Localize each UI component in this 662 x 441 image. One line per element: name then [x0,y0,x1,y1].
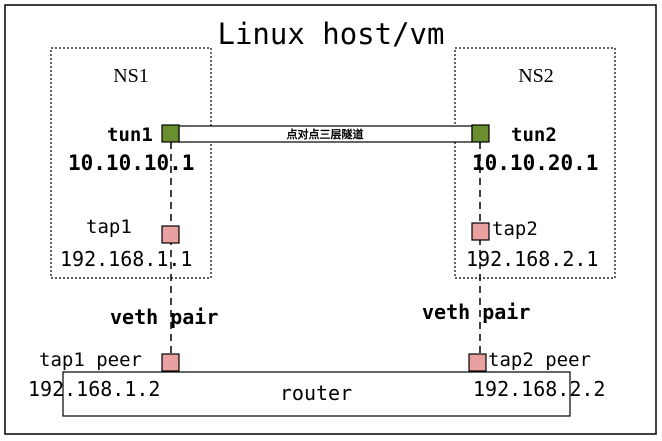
tun1-interface [161,124,180,143]
diagram-title: Linux host/vm [218,17,445,51]
tun2-interface [471,124,490,143]
tunnel-label: 点对点三层隧道 [287,127,364,141]
ns1-label: NS1 [113,65,149,87]
ns1-box [50,47,212,279]
tap2-peer-ip: 192.168.2.2 [473,377,605,401]
tap1-peer-ip: 192.168.1.2 [28,377,160,401]
tap2-peer-interface [468,353,487,372]
tap1-name: tap1 [86,216,132,238]
ns2-box [454,47,616,279]
tap2-peer-name: tap2 peer [488,349,591,371]
host-vm-border [4,4,657,435]
tap1-peer-name: tap1 peer [39,349,142,371]
veth-pair-right-label: veth pair [422,300,530,324]
tun1-ip: 10.10.10.1 [68,151,194,175]
veth-pair-left-label: veth pair [110,305,218,329]
tap1-peer-interface [161,353,180,372]
tap2-ip: 192.168.2.1 [466,247,598,271]
tap2-name: tap2 [492,218,538,240]
tap1-ip: 192.168.1.1 [60,247,192,271]
ns2-label: NS2 [518,65,554,87]
router-box [62,371,571,417]
tun1-name: tun1 [107,124,153,146]
tap1-interface [161,225,180,244]
tun2-ip: 10.10.20.1 [472,151,598,175]
tap2-interface [471,222,490,241]
router-label: router [280,381,352,405]
tun2-name: tun2 [511,124,557,146]
